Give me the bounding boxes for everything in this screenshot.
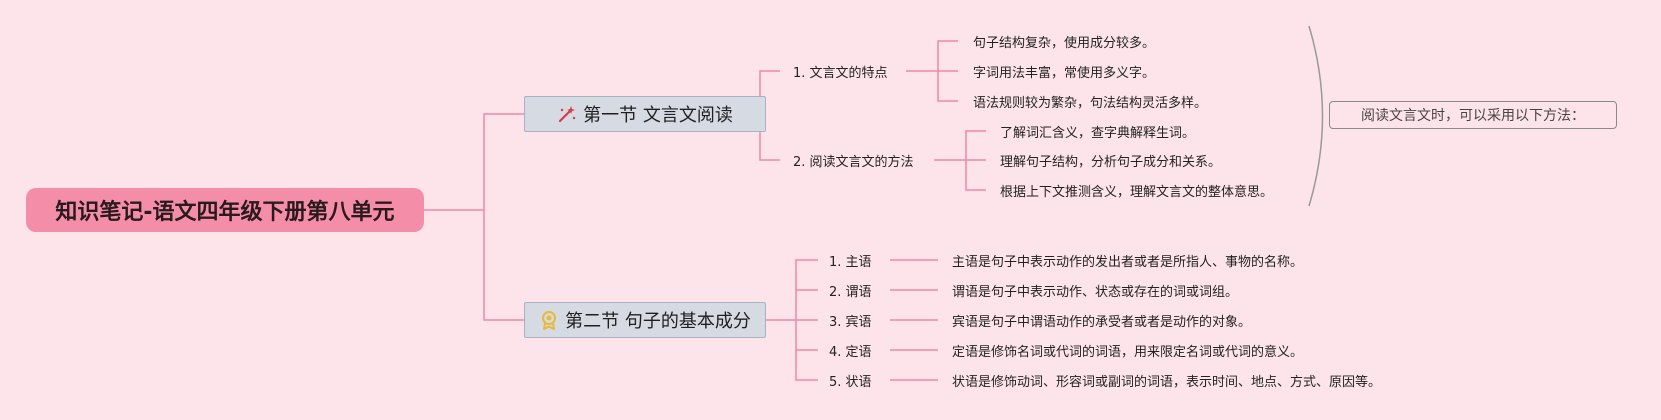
subtopic-methods[interactable]: 2. 阅读文言文的方法 bbox=[793, 151, 914, 170]
section-2-label: 第二节 句子的基本成分 bbox=[565, 311, 751, 332]
subtopic-attributive[interactable]: 4. 定语 bbox=[829, 341, 872, 360]
summary-callout[interactable]: 阅读文言文时，可以采用以下方法： bbox=[1329, 101, 1617, 129]
subtopic-methods-label: 2. 阅读文言文的方法 bbox=[793, 155, 914, 170]
leaf-feature-1-text: 句子结构复杂，使用成分较多。 bbox=[973, 36, 1156, 51]
leaf-object-definition-text: 宾语是句子中谓语动作的承受者或者是动作的对象。 bbox=[952, 315, 1252, 330]
leaf-attributive-definition[interactable]: 定语是修饰名词或代词的词语，用来限定名词或代词的意义。 bbox=[952, 341, 1303, 360]
leaf-predicate-definition[interactable]: 谓语是句子中表示动作、状态或存在的词或词组。 bbox=[952, 281, 1238, 300]
leaf-subject-definition-text: 主语是句子中表示动作的发出者或者是所指人、事物的名称。 bbox=[952, 255, 1304, 270]
subtopic-predicate[interactable]: 2. 谓语 bbox=[829, 281, 872, 300]
subtopic-subject[interactable]: 1. 主语 bbox=[829, 251, 872, 270]
subtopic-adverbial-label: 5. 状语 bbox=[829, 375, 872, 390]
leaf-object-definition[interactable]: 宾语是句子中谓语动作的承受者或者是动作的对象。 bbox=[952, 311, 1251, 330]
root-topic[interactable]: 知识笔记-语文四年级下册第八单元 bbox=[26, 188, 424, 232]
summary-text: 阅读文言文时，可以采用以下方法： bbox=[1361, 108, 1585, 124]
section-2-topic[interactable]: 第二节 句子的基本成分 bbox=[524, 302, 766, 338]
connector-sub2-item1 bbox=[934, 130, 986, 161]
leaf-feature-2-text: 字词用法丰富，常使用多义字。 bbox=[973, 66, 1156, 81]
leaf-feature-3[interactable]: 语法规则较为繁杂，句法结构灵活多样。 bbox=[973, 92, 1207, 111]
leaf-method-3[interactable]: 根据上下文推测含义，理解文言文的整体意思。 bbox=[1000, 181, 1273, 200]
subtopic-object-label: 3. 宾语 bbox=[829, 315, 872, 330]
award-badge-icon bbox=[539, 310, 559, 330]
leaf-feature-3-text: 语法规则较为繁杂，句法结构灵活多样。 bbox=[973, 96, 1208, 111]
connector-root-section2 bbox=[483, 210, 524, 321]
section-1-topic[interactable]: 第一节 文言文阅读 bbox=[524, 96, 766, 132]
leaf-predicate-definition-text: 谓语是句子中表示动作、状态或存在的词或词组。 bbox=[952, 285, 1239, 300]
subtopic-predicate-label: 2. 谓语 bbox=[829, 285, 872, 300]
leaf-method-2-text: 理解句子结构，分析句子成分和关系。 bbox=[1000, 155, 1222, 170]
summary-brace bbox=[1308, 25, 1324, 207]
leaf-adverbial-definition-text: 状语是修饰动词、形容词或副词的词语，表示时间、地点、方式、原因等。 bbox=[952, 375, 1382, 390]
subtopic-subject-label: 1. 主语 bbox=[829, 255, 872, 270]
magic-wand-icon bbox=[557, 104, 577, 124]
leaf-method-2[interactable]: 理解句子结构，分析句子成分和关系。 bbox=[1000, 151, 1221, 170]
connector-root-section1 bbox=[424, 113, 524, 211]
connector-sub2-item3 bbox=[965, 160, 986, 191]
leaf-adverbial-definition[interactable]: 状语是修饰动词、形容词或副词的词语，表示时间、地点、方式、原因等。 bbox=[952, 371, 1381, 390]
root-topic-label: 知识笔记-语文四年级下册第八单元 bbox=[55, 200, 395, 225]
connector-sub1-item3 bbox=[937, 71, 958, 102]
connector-s2-sub5 bbox=[795, 320, 818, 381]
leaf-method-1-text: 了解词汇含义，查字典解释生词。 bbox=[1000, 126, 1196, 141]
leaf-feature-1[interactable]: 句子结构复杂，使用成分较多。 bbox=[973, 32, 1155, 51]
section-1-label: 第一节 文言文阅读 bbox=[583, 105, 733, 126]
leaf-method-1[interactable]: 了解词汇含义，查字典解释生词。 bbox=[1000, 122, 1195, 141]
subtopic-attributive-label: 4. 定语 bbox=[829, 345, 872, 360]
subtopic-adverbial[interactable]: 5. 状语 bbox=[829, 371, 872, 390]
subtopic-features[interactable]: 1. 文言文的特点 bbox=[793, 62, 888, 81]
connector-sub1-item1 bbox=[906, 40, 958, 72]
subtopic-features-label: 1. 文言文的特点 bbox=[793, 66, 888, 81]
leaf-subject-definition[interactable]: 主语是句子中表示动作的发出者或者是所指人、事物的名称。 bbox=[952, 251, 1303, 270]
leaf-method-3-text: 根据上下文推测含义，理解文言文的整体意思。 bbox=[1000, 185, 1274, 200]
leaf-attributive-definition-text: 定语是修饰名词或代词的词语，用来限定名词或代词的意义。 bbox=[952, 345, 1304, 360]
subtopic-object[interactable]: 3. 宾语 bbox=[829, 311, 872, 330]
leaf-feature-2[interactable]: 字词用法丰富，常使用多义字。 bbox=[973, 62, 1155, 81]
